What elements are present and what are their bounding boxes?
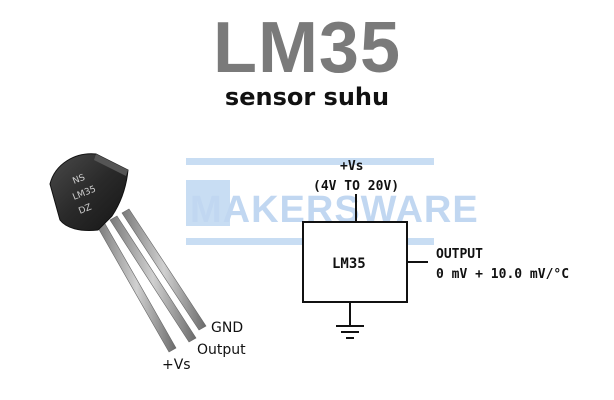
- title: LM35: [212, 8, 402, 88]
- leg-output: [109, 215, 197, 343]
- marking-line-1: NS: [71, 173, 87, 187]
- ground-icon: [336, 325, 364, 339]
- output-label: OUTPUT: [436, 247, 483, 262]
- pin-label-vs: +Vs: [162, 357, 191, 373]
- subtitle: sensor suhu: [224, 83, 390, 111]
- marking-line-3: DZ: [77, 203, 93, 217]
- output-formula: 0 mV + 10.0 mV/°C: [436, 267, 569, 282]
- leg-gnd: [121, 208, 207, 331]
- to92-package: NS LM35 DZ: [49, 153, 207, 353]
- supply-label: +Vs: [340, 159, 363, 174]
- pin-label-gnd: GND: [211, 320, 243, 336]
- chip-label: LM35: [332, 256, 366, 272]
- package-body: [49, 153, 129, 231]
- supply-range: (4V TO 20V): [313, 179, 399, 194]
- schematic: +Vs (4V TO 20V) LM35 OUTPUT 0 mV + 10.0 …: [302, 159, 569, 339]
- leg-vs: [96, 221, 177, 353]
- pin-label-output: Output: [197, 342, 246, 358]
